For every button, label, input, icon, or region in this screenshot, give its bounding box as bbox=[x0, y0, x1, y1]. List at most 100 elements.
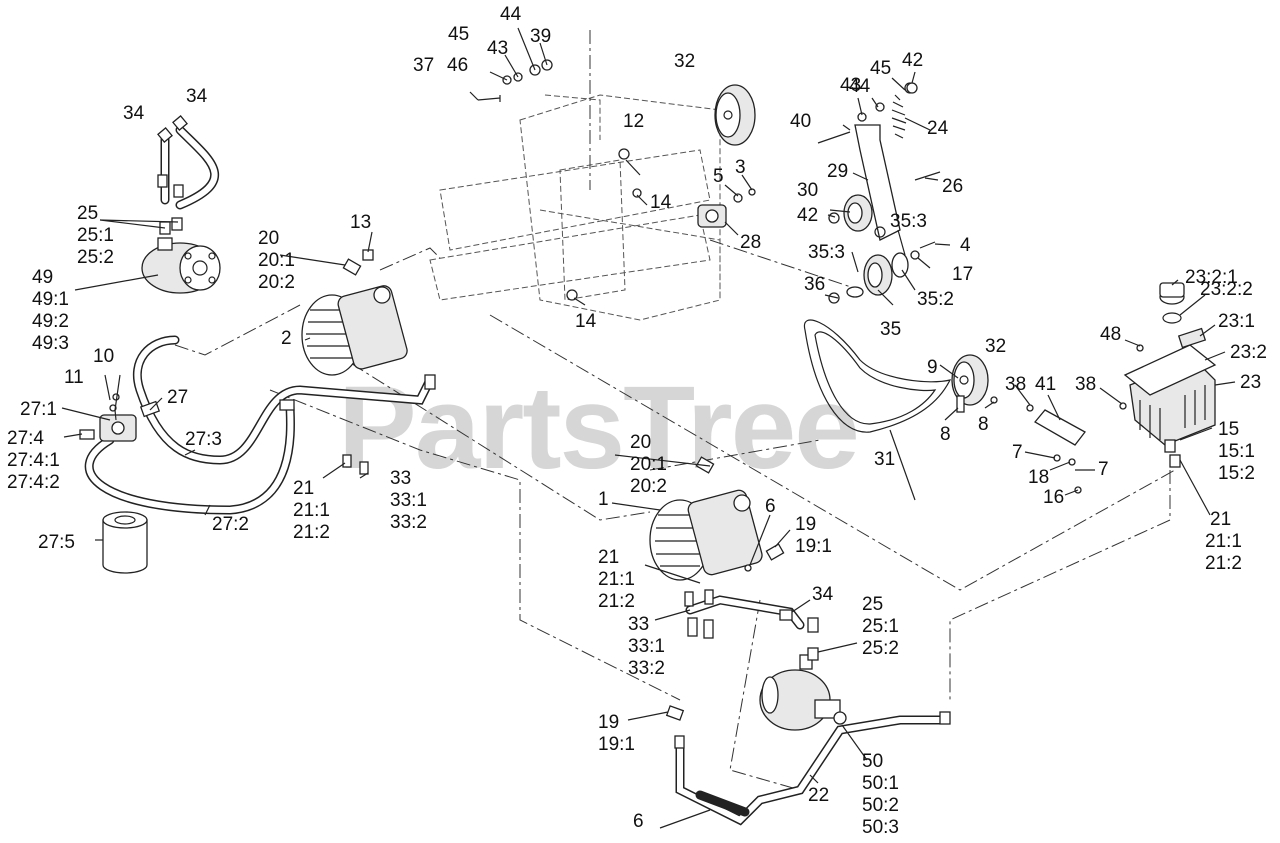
callout-45-b: 45 bbox=[870, 58, 891, 79]
callout-28: 28 bbox=[740, 232, 761, 253]
callout-21-a-1: 21:1 bbox=[293, 500, 330, 521]
callout-19-b-1: 19:1 bbox=[598, 734, 635, 755]
callout-17: 17 bbox=[952, 264, 973, 285]
callout-29: 29 bbox=[827, 161, 848, 182]
callout-21-c: 21 bbox=[1210, 509, 1231, 530]
hydraulic-tank-23 bbox=[1123, 282, 1217, 468]
callout-33-b: 33 bbox=[628, 614, 649, 635]
callout-49-2: 49:2 bbox=[32, 311, 69, 332]
callout-24: 24 bbox=[927, 118, 949, 139]
chassis-frame bbox=[429, 94, 721, 321]
wheel-motor-49 bbox=[141, 237, 221, 294]
callout-44: 44 bbox=[500, 4, 522, 25]
callout-21-a: 21 bbox=[293, 478, 314, 499]
callout-34-c: 34 bbox=[812, 584, 834, 605]
callout-23-2-2: 23:2:2 bbox=[1200, 279, 1253, 300]
routing-lines bbox=[174, 30, 1176, 791]
callout-27-4-1: 27:4:1 bbox=[7, 450, 60, 471]
hydraulic-hoses bbox=[84, 125, 950, 826]
callout-23-2-1: 23:2:1 bbox=[1185, 267, 1238, 288]
callout-20-b-2: 20:2 bbox=[630, 476, 667, 497]
callout-6-a: 6 bbox=[765, 496, 776, 517]
callout-15: 15 bbox=[1218, 419, 1239, 440]
hydraulic-pump-2 bbox=[301, 285, 408, 376]
callout-19-a-1: 19:1 bbox=[795, 536, 832, 557]
callout-32-top: 32 bbox=[674, 51, 695, 72]
callout-21-b-1: 21:1 bbox=[598, 569, 635, 590]
callout-8-a: 8 bbox=[940, 424, 951, 445]
fittings bbox=[157, 115, 951, 749]
wheel-motor-50 bbox=[759, 654, 847, 731]
callout-25-b: 25 bbox=[862, 594, 883, 615]
callout-22: 22 bbox=[808, 785, 829, 806]
drive-belt bbox=[803, 319, 952, 433]
callout-2: 2 bbox=[281, 328, 292, 349]
callout-23-1: 23:1 bbox=[1218, 311, 1255, 332]
callout-27-4-2: 27:4:2 bbox=[7, 472, 60, 493]
callout-35: 35 bbox=[880, 319, 901, 340]
callout-11: 11 bbox=[64, 367, 84, 388]
callout-19-b: 19 bbox=[598, 712, 619, 733]
callout-38-b: 38 bbox=[1075, 374, 1096, 395]
callout-33-a: 33 bbox=[390, 468, 411, 489]
callout-25-2: 25:2 bbox=[77, 247, 114, 268]
callout-48: 48 bbox=[1100, 324, 1121, 345]
callout-25: 25 bbox=[77, 203, 98, 224]
callout-20-b: 20 bbox=[630, 432, 651, 453]
callout-7-a: 7 bbox=[1012, 442, 1023, 463]
callout-15-1: 15:1 bbox=[1218, 441, 1255, 462]
callout-20-a-1: 20:1 bbox=[258, 250, 295, 271]
callout-18: 18 bbox=[1028, 467, 1049, 488]
callout-5: 5 bbox=[713, 166, 724, 187]
callout-44-b: 44 bbox=[849, 76, 871, 97]
pulley-32-top bbox=[714, 84, 756, 146]
callout-30: 30 bbox=[797, 180, 818, 201]
leader-lines bbox=[61, 27, 1236, 829]
callout-25-1: 25:1 bbox=[77, 225, 114, 246]
callout-20-a: 20 bbox=[258, 228, 279, 249]
callout-43-b: 43 bbox=[840, 75, 861, 96]
callout-33-a-2: 33:2 bbox=[390, 512, 427, 533]
callout-9: 9 bbox=[927, 357, 938, 378]
callout-42-b: 42 bbox=[797, 205, 818, 226]
callout-21-b-2: 21:2 bbox=[598, 591, 635, 612]
callout-13: 13 bbox=[350, 212, 371, 233]
callout-4: 4 bbox=[960, 235, 971, 256]
callout-1: 1 bbox=[598, 489, 609, 510]
callout-27-2: 27:2 bbox=[212, 514, 249, 535]
callout-33-b-1: 33:1 bbox=[628, 636, 665, 657]
callout-10: 10 bbox=[93, 346, 114, 367]
callout-50-3: 50:3 bbox=[862, 817, 899, 838]
callout-39: 39 bbox=[530, 26, 551, 47]
callout-25-b-1: 25:1 bbox=[862, 616, 899, 637]
watermark: PartsTree bbox=[338, 362, 858, 494]
pulley-32-lower bbox=[951, 354, 989, 413]
callout-3: 3 bbox=[735, 157, 746, 178]
callout-7-b: 7 bbox=[1098, 459, 1109, 480]
callout-38-a: 38 bbox=[1005, 374, 1026, 395]
callout-43: 43 bbox=[487, 38, 508, 59]
idler-28 bbox=[697, 204, 727, 228]
callout-20-a-2: 20:2 bbox=[258, 272, 295, 293]
callout-12: 12 bbox=[623, 111, 644, 132]
callout-27-3: 27:3 bbox=[185, 429, 222, 450]
callout-46: 46 bbox=[447, 55, 468, 76]
callout-27-1: 27:1 bbox=[20, 399, 57, 420]
callout-labels: 44 45 43 39 37 46 32 12 3 5 14 28 14 34 … bbox=[7, 4, 1267, 838]
callout-21-c-1: 21:1 bbox=[1205, 531, 1242, 552]
callout-35-2: 35:2 bbox=[917, 289, 954, 310]
callout-40: 40 bbox=[790, 111, 811, 132]
callout-15-2: 15:2 bbox=[1218, 463, 1255, 484]
callout-21-b: 21 bbox=[598, 547, 619, 568]
callout-21-c-2: 21:2 bbox=[1205, 553, 1242, 574]
callout-21-a-2: 21:2 bbox=[293, 522, 330, 543]
callout-34-b: 34 bbox=[186, 86, 208, 107]
callout-32-lower: 32 bbox=[985, 336, 1006, 357]
callout-27-5: 27:5 bbox=[38, 532, 75, 553]
callout-33-b-2: 33:2 bbox=[628, 658, 665, 679]
callout-35-3-b: 35:3 bbox=[808, 242, 845, 263]
callout-27-4: 27:4 bbox=[7, 428, 44, 449]
callout-6-b: 6 bbox=[633, 811, 644, 832]
idler-assembly bbox=[843, 82, 916, 298]
